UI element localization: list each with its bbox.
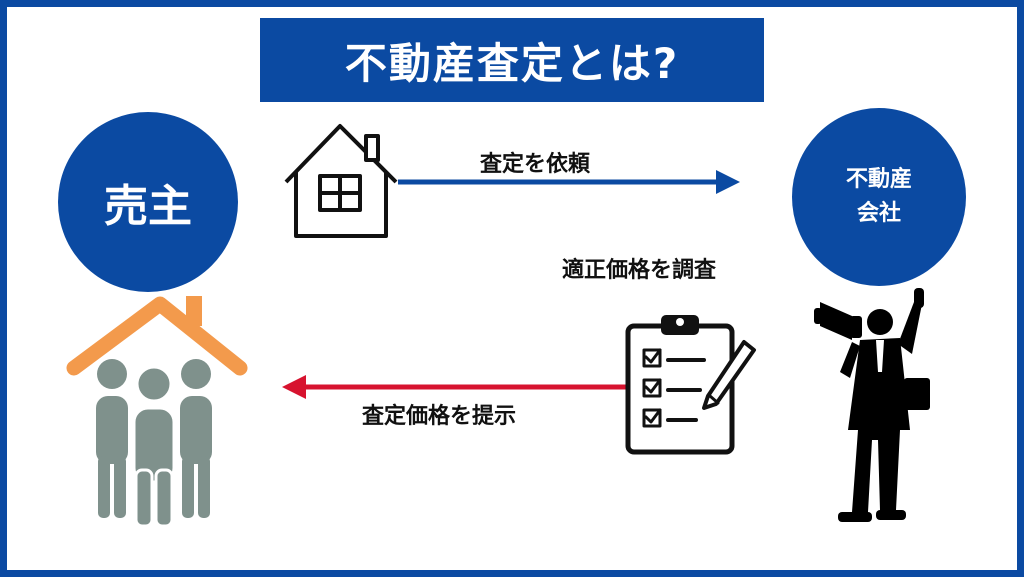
family-under-roof-icon	[66, 296, 248, 528]
request-label: 査定を依頼	[480, 152, 591, 177]
company-label-line1: 不動産	[845, 166, 912, 192]
clipboard-checklist-icon	[625, 315, 756, 455]
company-label-line2: 会社	[856, 201, 901, 226]
businessman-megaphone-icon	[814, 288, 930, 522]
present-label: 査定価格を提示	[362, 404, 517, 429]
real-estate-company-circle: 不動産 会社	[792, 108, 966, 286]
request-arrow	[398, 170, 740, 194]
investigate-label: 適正価格を調査	[562, 258, 717, 283]
present-arrow	[282, 375, 626, 399]
seller-circle: 売主	[58, 112, 238, 292]
seller-label: 売主	[104, 181, 192, 232]
house-icon	[284, 124, 398, 238]
diagram-title: 不動産査定とは?	[260, 18, 764, 102]
